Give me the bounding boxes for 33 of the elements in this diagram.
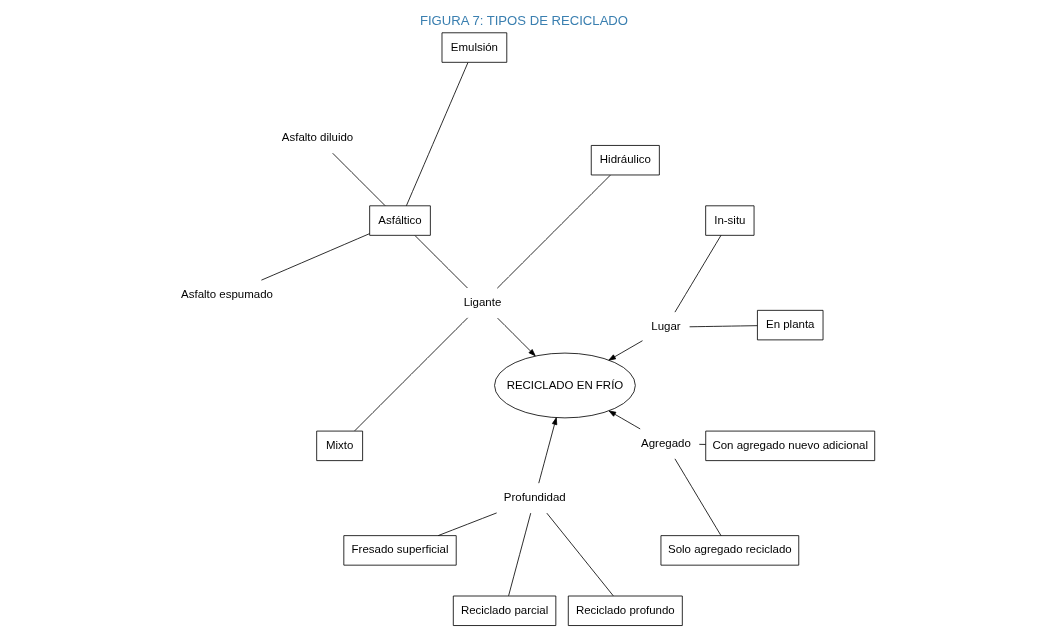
connector xyxy=(414,235,468,289)
node-box: Asfáltico xyxy=(369,205,431,236)
connector xyxy=(689,325,758,328)
node-box: Hidráulico xyxy=(590,145,660,176)
connector xyxy=(674,458,722,536)
connector xyxy=(508,512,532,597)
node-box: Con agregado nuevo adicional xyxy=(705,430,876,462)
node-box: En planta xyxy=(757,309,824,341)
connector xyxy=(332,152,386,206)
node-text: Asfalto diluido xyxy=(281,131,354,144)
arrow xyxy=(608,340,643,361)
node-text: Asfalto espumado xyxy=(181,287,273,300)
connector xyxy=(437,512,498,536)
node-text: Lugar xyxy=(651,320,681,333)
connector xyxy=(546,512,614,597)
node-box: Reciclado profundo xyxy=(567,595,683,626)
arrow xyxy=(497,317,536,357)
node-box: In-situ xyxy=(705,205,755,236)
node-text: Profundidad xyxy=(503,491,566,504)
node-box: Mixto xyxy=(316,430,364,462)
node-box: Emulsión xyxy=(441,32,508,63)
connector xyxy=(261,233,370,281)
connector xyxy=(406,62,469,207)
connector xyxy=(698,443,706,445)
node-box: Fresado superficial xyxy=(343,535,457,566)
node-text: Ligante xyxy=(463,296,502,309)
connector xyxy=(674,235,722,313)
node-text: Agregado xyxy=(641,436,691,449)
arrow xyxy=(608,410,641,430)
arrow xyxy=(538,417,558,484)
node-box: Solo agregado reciclado xyxy=(660,535,800,566)
node-box: Reciclado parcial xyxy=(452,595,557,626)
diagram-title: FIGURA 7: TIPOS DE RECICLADO xyxy=(419,13,629,29)
